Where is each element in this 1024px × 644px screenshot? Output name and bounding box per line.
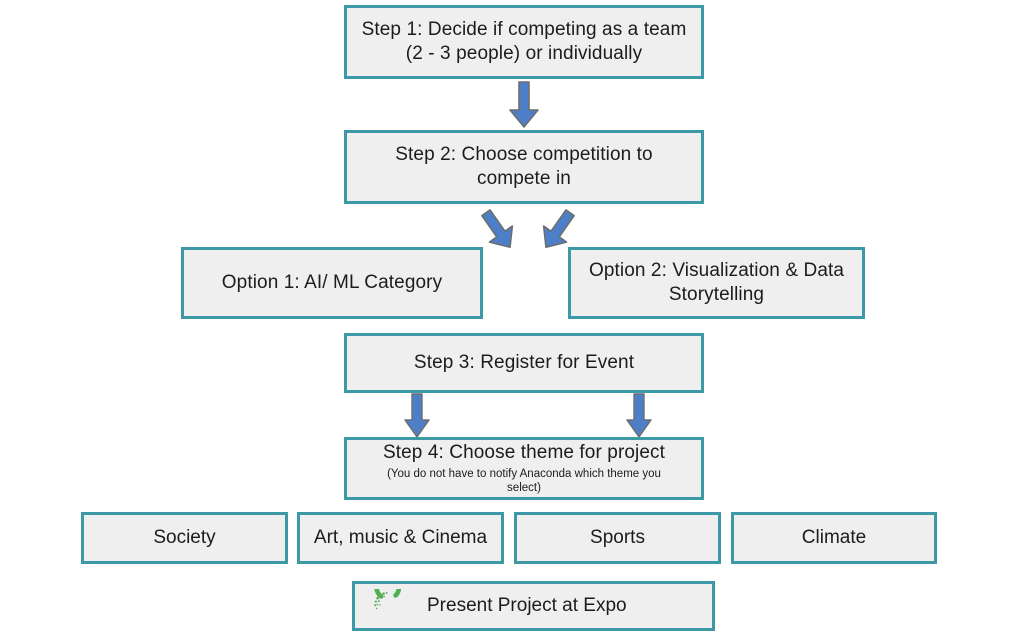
theme-label: Society	[153, 526, 216, 548]
theme-label: Sports	[590, 526, 645, 548]
node-step-1-title: Step 1: Decide if competing as a team (2…	[361, 18, 687, 64]
node-step-1[interactable]: Step 1: Decide if competing as a team (2…	[344, 5, 704, 79]
node-theme-society[interactable]: Society	[81, 512, 288, 564]
node-step-3-title: Step 3: Register for Event	[413, 351, 635, 373]
node-present-project-at-expo[interactable]: Present Project at Expo	[352, 581, 715, 631]
node-step-2-title: Step 2: Choose competition to compete in	[395, 143, 653, 189]
arrow-step1-to-step2	[508, 81, 540, 128]
arrow-step2-to-option1	[478, 207, 518, 253]
node-step-4-subtitle: (You do not have to notify Anaconda whic…	[387, 467, 661, 495]
node-option-2-title: Option 2: Visualization & Data Storytell…	[588, 259, 845, 305]
node-option-1-title: Option 1: AI/ ML Category	[221, 271, 443, 293]
theme-label: Art, music & Cinema	[313, 526, 488, 548]
node-option-1[interactable]: Option 1: AI/ ML Category	[181, 247, 483, 319]
node-step-3[interactable]: Step 3: Register for Event	[344, 333, 704, 393]
theme-label: Climate	[801, 526, 867, 548]
node-theme-art-music-cinema[interactable]: Art, music & Cinema	[297, 512, 504, 564]
anaconda-logo-icon	[371, 589, 405, 623]
node-step-4[interactable]: Step 4: Choose theme for project (You do…	[344, 437, 704, 500]
expo-label: Present Project at Expo	[427, 594, 627, 616]
node-step-2[interactable]: Step 2: Choose competition to compete in	[344, 130, 704, 204]
node-theme-sports[interactable]: Sports	[514, 512, 721, 564]
node-theme-climate[interactable]: Climate	[731, 512, 937, 564]
arrow-step3-to-step4-right	[626, 393, 652, 438]
arrow-step3-to-step4-left	[404, 393, 430, 438]
node-option-2[interactable]: Option 2: Visualization & Data Storytell…	[568, 247, 865, 319]
node-step-4-title: Step 4: Choose theme for project	[382, 442, 666, 464]
